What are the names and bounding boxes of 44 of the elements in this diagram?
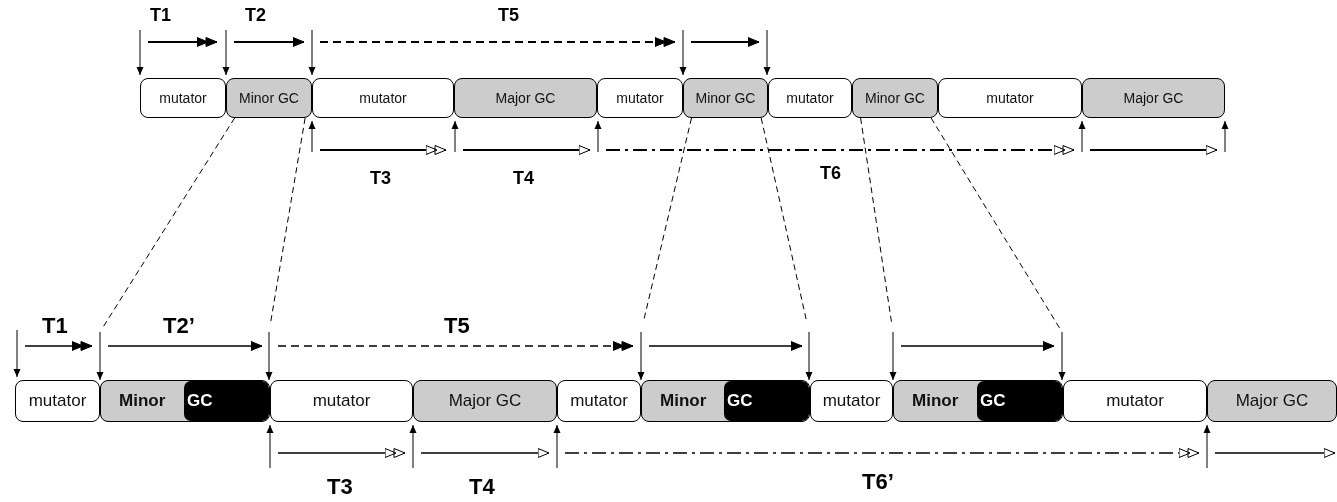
projection-line	[860, 117, 897, 381]
timeline-segment: mutator	[15, 380, 100, 422]
segment-label: Minor	[119, 390, 166, 412]
projection-line	[930, 117, 1066, 381]
timeline-segment: Minor GC	[852, 78, 938, 118]
interval-label: T3	[327, 474, 353, 500]
interval-label: T1	[150, 5, 171, 26]
projection-line	[265, 117, 306, 381]
interval-label: T4	[513, 168, 534, 189]
interval-label: T4	[469, 474, 495, 500]
timeline-segment: Major GC	[413, 380, 557, 422]
timeline-segment	[100, 380, 270, 422]
interval-label: T1	[42, 313, 68, 339]
timeline-segment: Minor GC	[683, 78, 768, 118]
interval-label: T2	[245, 5, 266, 26]
interval-label: T5	[444, 313, 470, 339]
timeline-segment: mutator	[768, 78, 852, 118]
segment-label: Minor	[660, 390, 707, 412]
interval-label: T6’	[862, 469, 894, 495]
projection-line	[637, 117, 692, 381]
timeline-segment: mutator	[140, 78, 226, 118]
timeline-segment	[641, 380, 810, 422]
interval-label: T2’	[163, 313, 195, 339]
timeline-segment: Major GC	[454, 78, 597, 118]
timeline-segment: mutator	[270, 380, 413, 422]
segment-label: Minor	[912, 390, 959, 412]
timeline-segment: mutator	[597, 78, 683, 118]
timeline-segment: mutator	[557, 380, 641, 422]
timeline-segment: mutator	[1063, 380, 1207, 422]
timeline-segment: Minor GC	[226, 78, 312, 118]
timeline-segment: mutator	[312, 78, 454, 118]
interval-label: T6	[820, 163, 841, 184]
timeline-segment: Major GC	[1082, 78, 1225, 118]
highlight-label: GC	[724, 381, 809, 421]
timeline-segment	[893, 380, 1063, 422]
projection-line	[96, 117, 236, 381]
interval-label: T3	[370, 168, 391, 189]
projection-line	[760, 117, 813, 381]
timeline-segment: mutator	[938, 78, 1082, 118]
highlight-label: GC	[184, 381, 269, 421]
timeline-segment: Major GC	[1207, 380, 1337, 422]
interval-label: T5	[498, 5, 519, 26]
highlight-label: GC	[977, 381, 1062, 421]
timeline-segment: mutator	[810, 380, 893, 422]
